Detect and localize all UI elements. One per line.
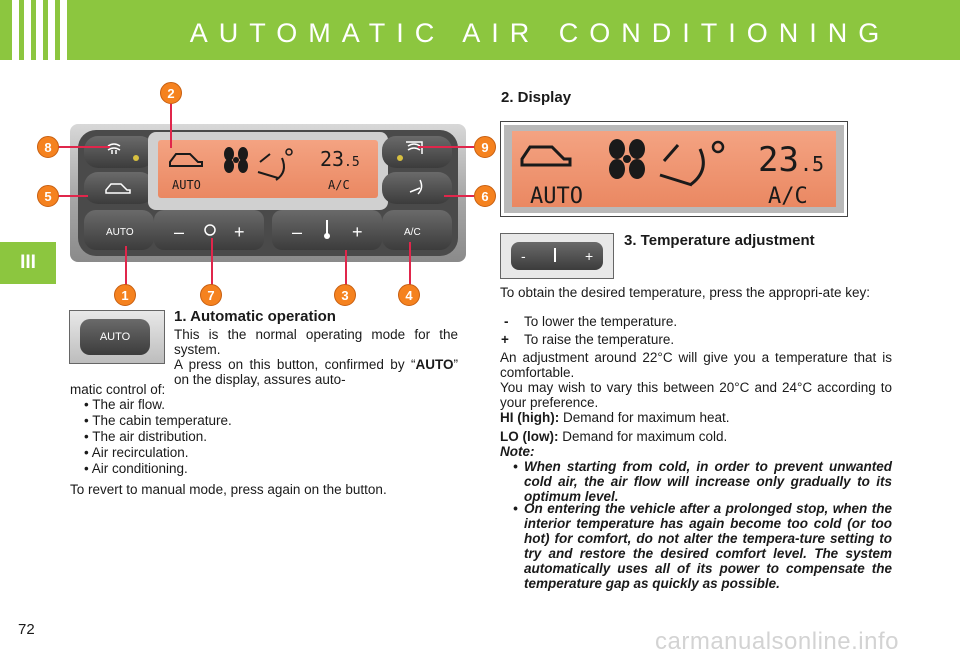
callout-line	[211, 238, 213, 286]
auto-button	[84, 210, 154, 250]
note-label: Note:	[500, 444, 535, 459]
distribution-button	[382, 172, 452, 204]
svg-text:.5: .5	[800, 152, 824, 176]
display-screen	[158, 140, 378, 198]
callout-line	[418, 146, 474, 148]
bullet-item: • The air distribution.	[84, 429, 208, 444]
callout-line	[444, 195, 474, 197]
watermark: carmanualsonline.info	[655, 628, 899, 655]
svg-text:+: +	[234, 222, 245, 242]
svg-text:23: 23	[758, 140, 799, 180]
callout-5: 5	[37, 185, 59, 207]
note-bullet: •	[513, 501, 518, 516]
svg-text:23: 23	[320, 147, 344, 171]
vary-text: You may wish to vary this between 20°C a…	[500, 380, 892, 410]
chapter-tab: III	[0, 242, 56, 284]
section1-heading: 1. Automatic operation	[174, 308, 336, 325]
bullet-item: • The air flow.	[84, 397, 166, 412]
display-enlarged: 23 .5 AUTO A/C	[500, 121, 848, 217]
svg-text:A/C: A/C	[328, 178, 350, 192]
plus-key-text: To raise the temperature.	[524, 332, 675, 347]
fan-rocker	[154, 210, 264, 250]
svg-text:.5: .5	[344, 155, 360, 170]
note-2: On entering the vehicle after a prolonge…	[524, 501, 892, 591]
minus-key-text: To lower the temperature.	[524, 314, 678, 329]
callout-6: 6	[474, 185, 496, 207]
svg-text:AUTO: AUTO	[530, 184, 583, 209]
section1-para2a: A press on this button, confirmed by “AU…	[174, 357, 458, 387]
callout-1: 1	[114, 284, 136, 306]
svg-text:A/C: A/C	[768, 184, 808, 209]
temperature-key-thumbnail: - +	[500, 233, 614, 279]
page-title: AUTOMATIC AIR CONDITIONING	[189, 18, 891, 48]
section3-intro: To obtain the desired temperature, press…	[500, 285, 870, 300]
callout-line	[58, 146, 110, 148]
bullet-item: • Air recirculation.	[84, 445, 189, 460]
header-stripe	[60, 0, 67, 60]
section2-heading: 2. Display	[501, 89, 572, 106]
page-number: 72	[18, 621, 35, 638]
ac-button	[382, 210, 452, 250]
note-bullet: •	[513, 459, 518, 474]
recirculation-button	[84, 172, 154, 204]
callout-9: 9	[474, 136, 496, 158]
svg-text:–: –	[174, 222, 184, 242]
control-panel-illustration: 23 .5 AUTO A/C AUTO A/C – + – +	[70, 124, 466, 262]
plus-key-label: +	[501, 332, 509, 347]
section1-revert: To revert to manual mode, press again on…	[70, 482, 387, 497]
temperature-key-image: - +	[511, 242, 603, 270]
minus-key-label: -	[504, 314, 509, 329]
callout-line	[170, 104, 172, 148]
svg-text:AUTO: AUTO	[106, 227, 134, 238]
section1-para2c: matic control of:	[70, 382, 166, 397]
auto-button-image: AUTO	[80, 319, 150, 355]
svg-text:–: –	[292, 222, 302, 242]
section3-heading: 3. Temperature adjustment	[624, 232, 815, 249]
lo-line: LO (low): Demand for maximum cold.	[500, 429, 728, 444]
callout-line	[58, 195, 88, 197]
adjustment-text: An adjustment around 22°C will give you …	[500, 350, 892, 380]
callout-4: 4	[398, 284, 420, 306]
svg-text:A/C: A/C	[404, 227, 421, 238]
header-stripe	[48, 0, 55, 60]
page-header: AUTOMATIC AIR CONDITIONING	[0, 0, 960, 60]
auto-button-thumbnail: AUTO	[69, 310, 165, 364]
header-stripe	[24, 0, 31, 60]
callout-3: 3	[334, 284, 356, 306]
callout-2: 2	[160, 82, 182, 104]
callout-7: 7	[200, 284, 222, 306]
callout-line	[409, 242, 411, 286]
thermometer-icon	[554, 248, 556, 262]
header-stripe	[12, 0, 19, 60]
svg-text:AUTO: AUTO	[172, 178, 201, 192]
defrost-rear-button	[84, 136, 154, 168]
svg-text:+: +	[352, 222, 363, 242]
note-1: When starting from cold, in order to pre…	[524, 459, 892, 504]
hi-line: HI (high): Demand for maximum heat.	[500, 410, 730, 425]
section1-para1: This is the normal operating mode for th…	[174, 327, 458, 357]
callout-8: 8	[37, 136, 59, 158]
bullet-item: • The cabin temperature.	[84, 413, 232, 428]
callout-line	[125, 246, 127, 286]
callout-line	[345, 250, 347, 286]
header-stripe	[36, 0, 43, 60]
bullet-item: • Air conditioning.	[84, 461, 188, 476]
defrost-front-button	[382, 136, 452, 168]
